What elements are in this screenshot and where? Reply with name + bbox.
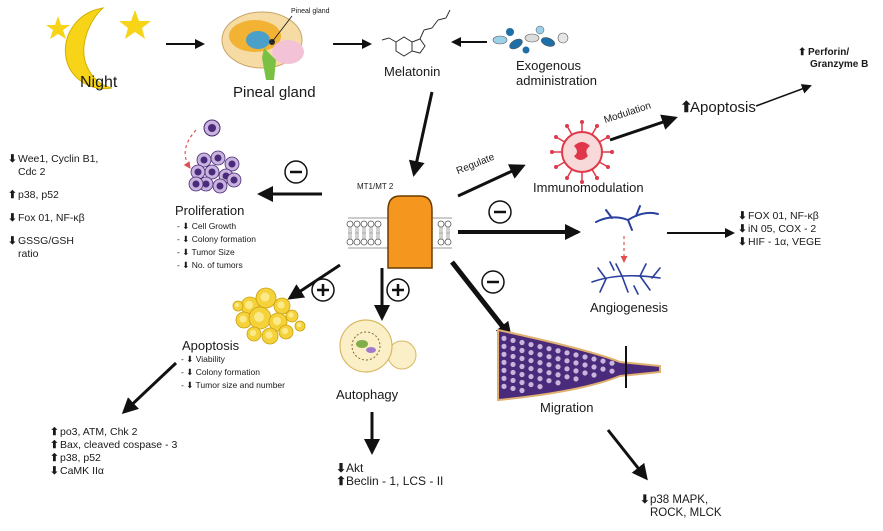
immune-cell-icon	[550, 120, 614, 184]
star-icon	[119, 10, 151, 39]
marker-item: ⬇Fox 01, NF-κβ	[8, 212, 85, 224]
pineal-gland-small-label: Pineal gland	[291, 8, 330, 15]
down-arrow-icon: ⬇	[640, 494, 650, 506]
marker-item: ⬆p38, p52	[8, 189, 59, 201]
apoptosis-effects-list: - ⬇ Viability - ⬇ Colony formation - ⬇ Tum…	[181, 353, 285, 392]
marker-item: ROCK, MLCK	[650, 507, 722, 519]
arrow-to-apoptosis-top	[609, 114, 678, 142]
down-arrow-icon: ⬇	[186, 367, 196, 377]
marker-item: ⬆po3, ATM, Chk 2	[50, 426, 138, 438]
down-arrow-icon: ⬇	[336, 461, 347, 475]
minus-sign-icon	[488, 200, 512, 224]
apoptosis-markers-list: ⬆po3, ATM, Chk 2⬆Bax, cleaved cospase - …	[50, 426, 177, 478]
pills-icon	[492, 25, 569, 54]
arrow-to-perforin	[755, 84, 812, 107]
effect-item: - ⬇ Viability	[181, 354, 225, 364]
plus-sign-icon	[311, 278, 335, 302]
up-arrow-icon: ⬆	[680, 99, 693, 116]
effect-item: - ⬇ Colony formation	[177, 234, 256, 244]
angiogenesis-label: Angiogenesis	[590, 300, 669, 315]
down-arrow-icon: ⬇	[182, 234, 192, 244]
effect-item: - ⬇ Colony formation	[181, 367, 260, 377]
autophagy-label: Autophagy	[336, 387, 399, 402]
exogenous-label: Exogenous administration	[516, 58, 597, 88]
marker-item: ⬇p38 MAPK,	[640, 494, 709, 506]
down-arrow-icon: ⬇	[186, 380, 196, 390]
arrow-apoptosis-to-markers	[121, 361, 178, 415]
up-arrow-icon: ⬆	[50, 439, 59, 451]
down-arrow-icon: ⬇	[738, 236, 747, 248]
immunomodulation-label: Immunomodulation	[533, 180, 644, 195]
minus-sign-icon	[481, 270, 505, 294]
down-arrow-icon: ⬇	[182, 260, 192, 270]
down-arrow-icon: ⬇	[182, 221, 192, 231]
branched-vessel-icon	[591, 261, 661, 295]
migration-markers-list: ⬇p38 MAPK,ROCK, MLCK	[640, 494, 722, 520]
apoptosis-top-label: ⬆Apoptosis	[680, 99, 756, 116]
marker-item: ⬇Akt	[336, 461, 364, 475]
cell-membrane	[346, 217, 452, 249]
arrow-melatonin-to-receptor	[408, 91, 434, 177]
apoptotic-cells-icon	[232, 287, 306, 345]
up-arrow-icon: ⬆	[50, 452, 59, 464]
proliferating-cells-icon	[183, 119, 242, 194]
arrow-to-migration	[450, 260, 512, 339]
marker-item: ⬇GSSG/GSH	[8, 235, 75, 247]
proliferation-label: Proliferation	[175, 203, 245, 218]
down-arrow-icon: ⬇	[738, 223, 747, 235]
down-arrow-icon: ⬇	[186, 354, 196, 364]
marker-item: ⬇HIF - 1α, VEGE	[738, 236, 822, 248]
up-arrow-icon: ⬆	[798, 47, 807, 58]
effect-item: - ⬇ No. of tumors	[177, 260, 243, 270]
down-arrow-icon: ⬇	[738, 210, 747, 222]
effect-item: - ⬇ Cell Growth	[177, 221, 237, 231]
arrow-migration-to-markers	[606, 429, 648, 481]
moon-icon	[64, 7, 113, 90]
marker-item: ⬇Wee1, Cyclin B1,	[8, 153, 99, 165]
effect-item: - ⬇ Tumor Size	[177, 247, 235, 257]
marker-item: ⬇CaMK IIα	[50, 465, 104, 477]
autophagy-cell-icon	[339, 319, 417, 373]
marker-item: ⬆Bax, cleaved cospase - 3	[50, 439, 178, 451]
migration-cells-icon	[497, 328, 661, 402]
down-arrow-icon: ⬇	[50, 465, 59, 477]
marker-item: Cdc 2	[18, 166, 46, 178]
mt-receptor-icon	[387, 195, 433, 269]
marker-item: ⬆Beclin - 1, LCS - II	[336, 474, 444, 488]
plus-sign-icon	[386, 278, 410, 302]
left-markers-list: ⬇Wee1, Cyclin B1,Cdc 2 ⬆p38, p52 ⬇Fox 01, …	[8, 153, 98, 261]
marker-item: ⬆p38, p52	[50, 452, 101, 464]
star-icon	[46, 16, 70, 39]
receptor-label: MT1/MT 2	[357, 182, 394, 191]
marker-item: ⬇FOX 01, NF-κβ	[738, 210, 819, 222]
autophagy-markers-list: ⬇Akt⬆Beclin - 1, LCS - II	[336, 462, 443, 488]
up-arrow-icon: ⬆	[336, 474, 347, 488]
pineal-gland-label: Pineal gland	[233, 84, 316, 101]
down-arrow-icon: ⬇	[182, 247, 192, 257]
marker-item: ⬇iN 05, COX - 2	[738, 223, 817, 235]
proliferation-effects-list: - ⬇ Cell Growth - ⬇ Colony formation - ⬇ T…	[177, 220, 256, 272]
down-arrow-icon: ⬇	[8, 235, 17, 247]
blood-vessel-icon	[595, 205, 659, 231]
apoptosis-left-label: Apoptosis	[182, 338, 240, 353]
angiogenesis-markers-list: ⬇FOX 01, NF-κβ⬇iN 05, COX - 2⬇HIF - 1α, …	[738, 210, 821, 249]
melatonin-molecule-icon	[381, 9, 451, 57]
down-arrow-icon: ⬇	[8, 153, 17, 165]
night-label: Night	[80, 74, 118, 91]
perforin-label: ⬆Perforin/ Granzyme B	[798, 47, 869, 70]
brain-icon	[221, 11, 304, 80]
down-arrow-icon: ⬇	[8, 212, 17, 224]
arrow-to-immunomodulation	[457, 164, 526, 198]
minus-sign-icon	[284, 160, 308, 184]
effect-item: - ⬇ Tumor size and number	[181, 380, 285, 390]
migration-label: Migration	[540, 400, 594, 415]
up-arrow-icon: ⬆	[50, 426, 59, 438]
up-arrow-icon: ⬆	[8, 189, 17, 201]
melatonin-label: Melatonin	[384, 64, 441, 79]
marker-item: ratio	[18, 248, 39, 260]
